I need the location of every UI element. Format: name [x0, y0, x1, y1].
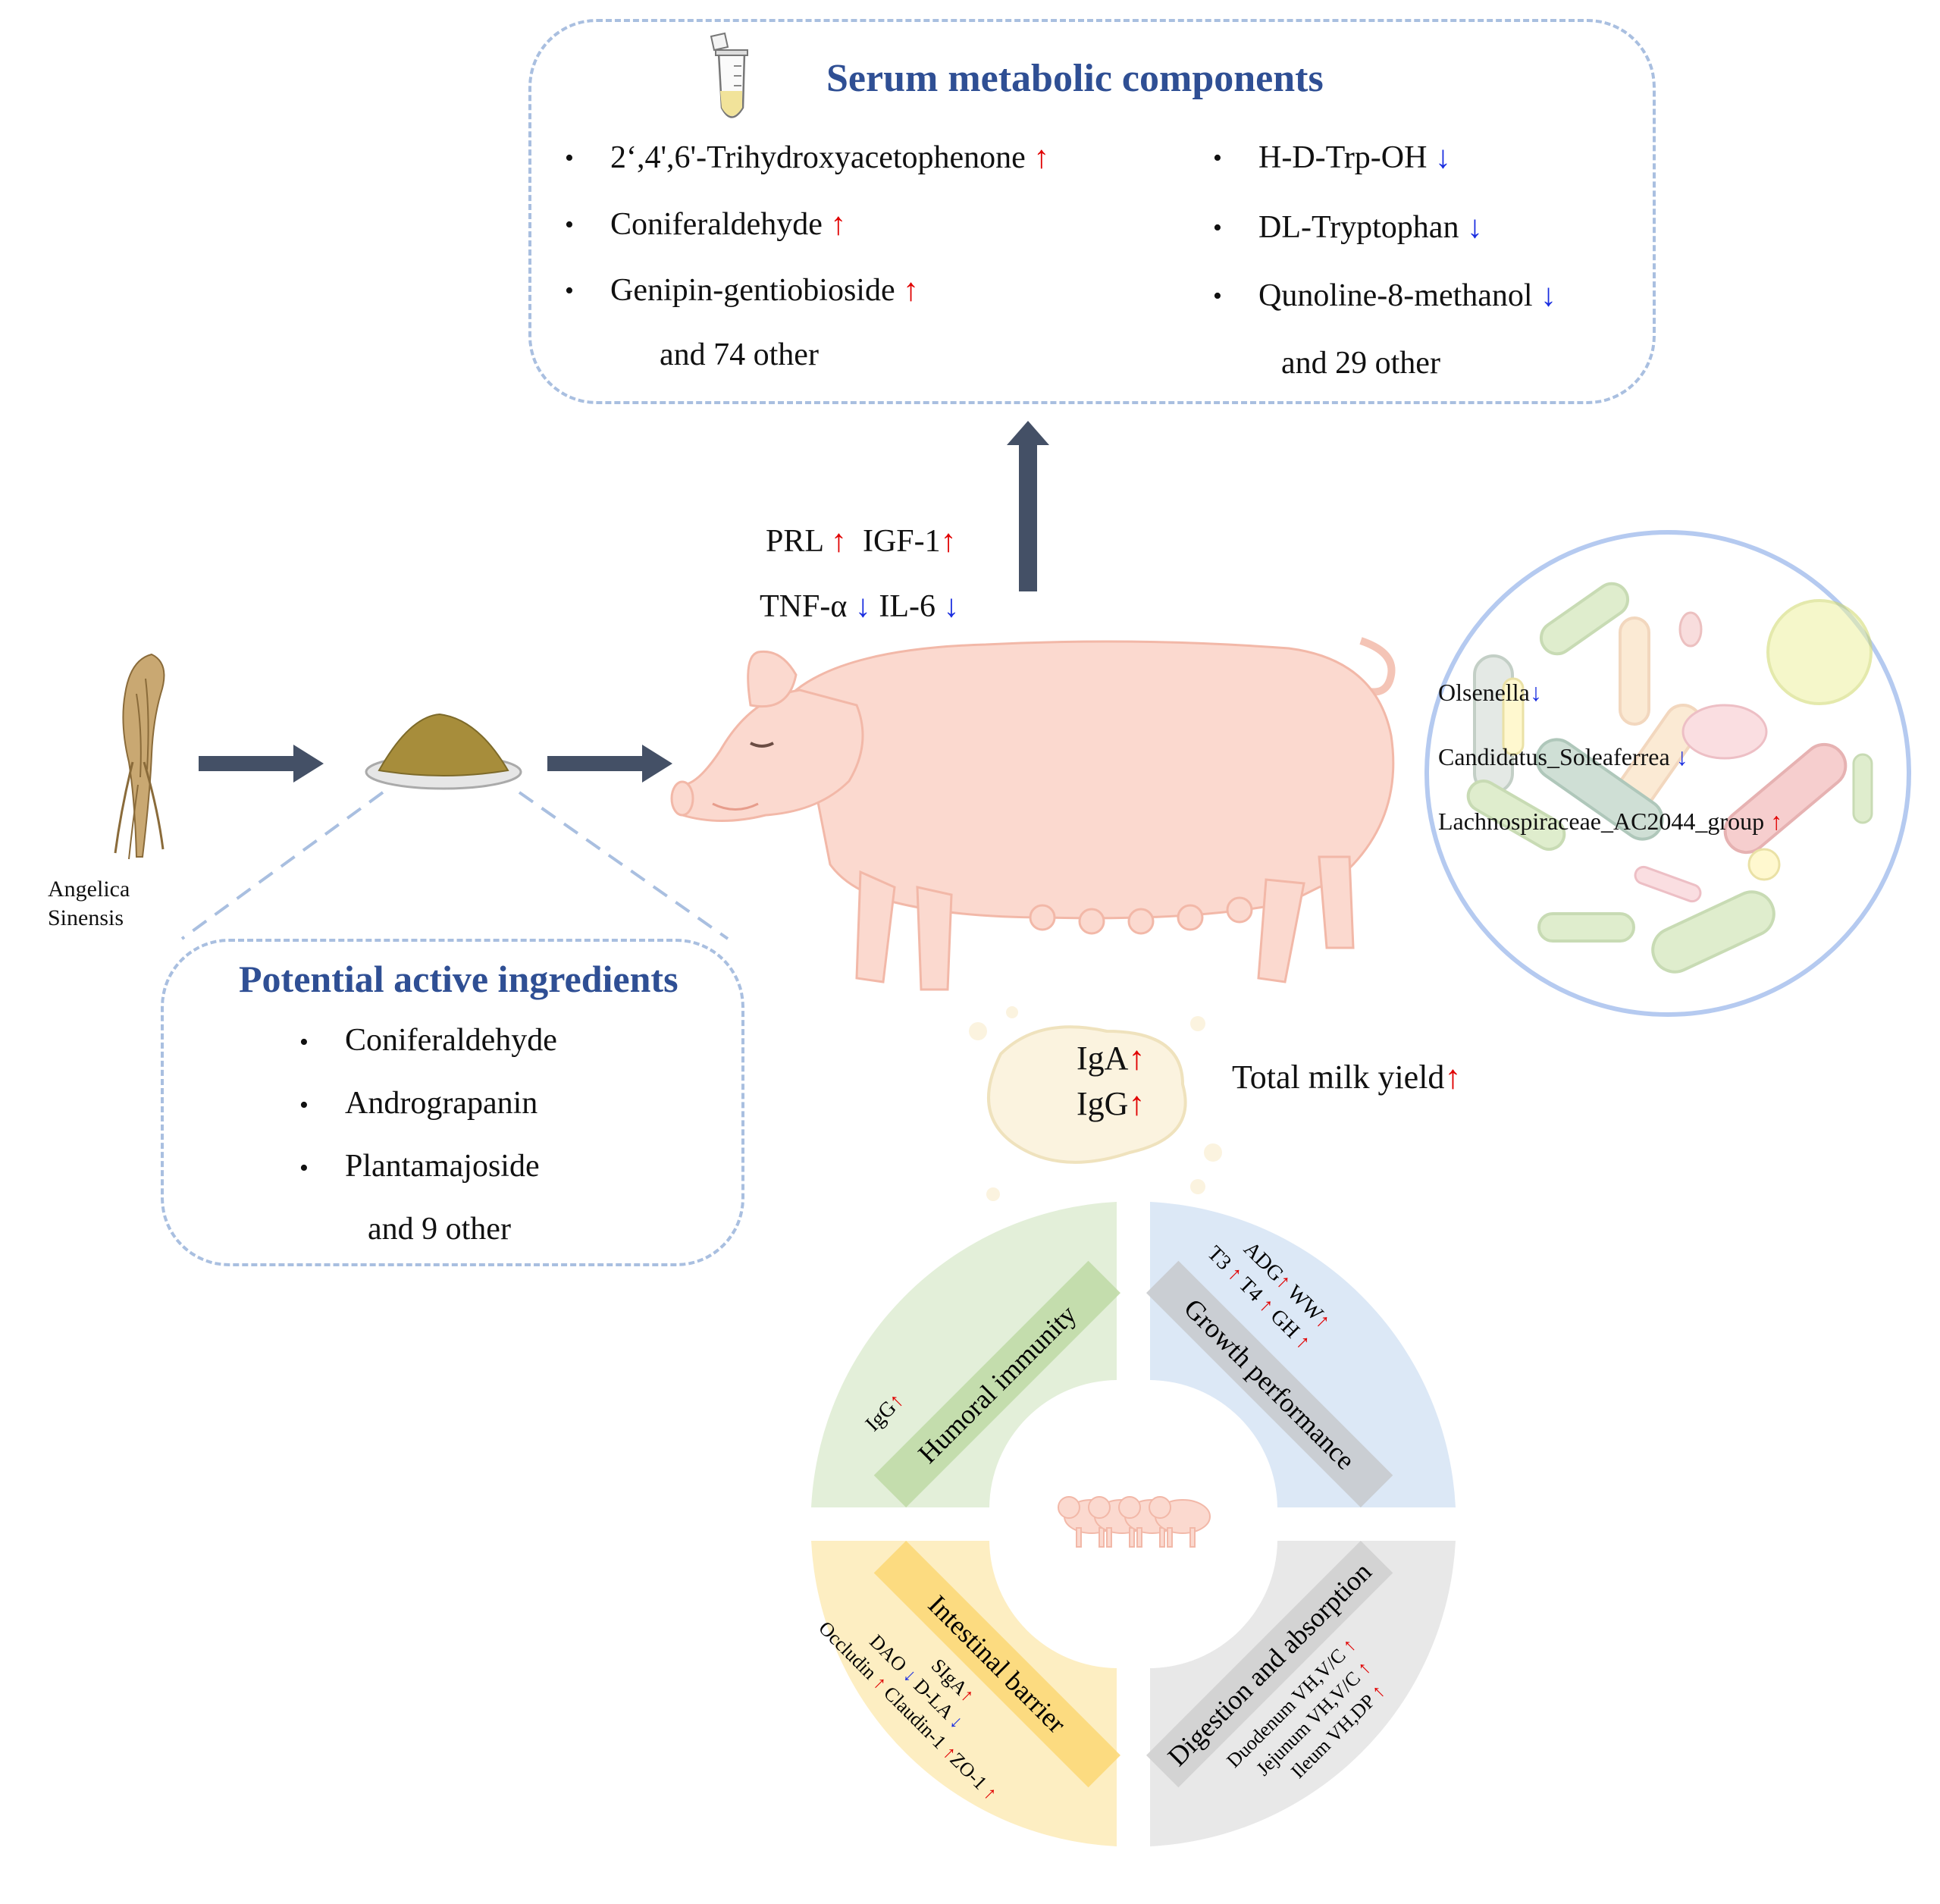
ingredient-bullet-3: •	[299, 1154, 309, 1182]
serum-left-item-2: Coniferaldehyde ↑	[610, 207, 847, 242]
serum-bullet-3: •	[565, 277, 574, 305]
microbe-2: Candidatus_Soleaferrea ↓	[1438, 743, 1688, 770]
right-arrow-2	[547, 745, 672, 783]
dish-connector-lines	[180, 791, 729, 940]
up-arrow	[1007, 421, 1049, 591]
right-arrow-1	[199, 745, 324, 783]
quadrant-barrier	[811, 1541, 1117, 1846]
ingredient-item-2: Andrograpanin	[345, 1086, 538, 1121]
microbe-circle	[1424, 530, 1911, 1017]
serum-right-item-3: Qunoline-8-methanol ↓	[1258, 278, 1557, 313]
serum-right-more: and 29 other	[1281, 346, 1440, 381]
microbe-1: Olsenella↓	[1438, 679, 1542, 706]
serum-title: Serum metabolic components	[826, 57, 1324, 100]
serum-left-more: and 74 other	[660, 337, 819, 372]
ingredient-item-1: Coniferaldehyde	[345, 1023, 557, 1058]
quadrant-humoral	[811, 1202, 1117, 1507]
hormone-line-1: PRL ↑ IGF-1↑	[766, 524, 957, 559]
angelica-label-line-2: Sinensis	[48, 905, 124, 930]
test-tube-icon	[710, 32, 748, 118]
powder-dish-icon	[365, 713, 522, 790]
serum-bullet-5: •	[1213, 214, 1222, 242]
ingredients-box	[161, 939, 744, 1266]
quadrant-growth	[1150, 1202, 1456, 1507]
ingredient-bullet-1: •	[299, 1028, 309, 1056]
milk-iga: IgA↑	[1077, 1040, 1146, 1077]
serum-left-item-1: 2‘,4',6'-Trihydroxyacetophenone ↑	[610, 140, 1050, 175]
angelica-label-line-1: Angelica	[48, 877, 130, 902]
quadrant-digestion	[1150, 1541, 1456, 1846]
ingredient-more: and 9 other	[368, 1212, 511, 1247]
serum-right-item-2: DL-Tryptophan ↓	[1258, 210, 1483, 245]
growth-line-2: T3 ↑ T4 ↑ GH ↑	[1202, 1241, 1315, 1354]
milk-igg: IgG↑	[1077, 1085, 1146, 1122]
milk-splash	[969, 1006, 1222, 1201]
sow-illustration	[670, 637, 1396, 991]
angelica-root-icon	[114, 653, 165, 860]
total-milk-yield: Total milk yield↑	[1232, 1059, 1462, 1096]
serum-bullet-4: •	[1213, 144, 1222, 172]
ingredient-item-3: Plantamajoside	[345, 1149, 540, 1184]
serum-box	[528, 19, 1656, 404]
ingredient-bullet-2: •	[299, 1091, 309, 1119]
serum-bullet-6: •	[1213, 282, 1222, 310]
hormone-line-2: TNF-α ↓ IL-6 ↓	[760, 589, 960, 624]
serum-bullet-1: •	[565, 144, 574, 172]
outcome-wheel: Humoral immunity IgG↑ Growth performance…	[811, 1202, 1456, 1846]
ingredients-title: Potential active ingredients	[239, 958, 679, 1000]
microbe-3: Lachnospiraceae_AC2044_group ↑	[1438, 808, 1783, 835]
serum-bullet-2: •	[565, 211, 574, 239]
serum-left-item-3: Genipin-gentiobioside ↑	[610, 273, 920, 308]
piglets-icon	[1058, 1496, 1211, 1548]
serum-right-item-1: H-D-Trp-OH ↓	[1258, 140, 1451, 175]
